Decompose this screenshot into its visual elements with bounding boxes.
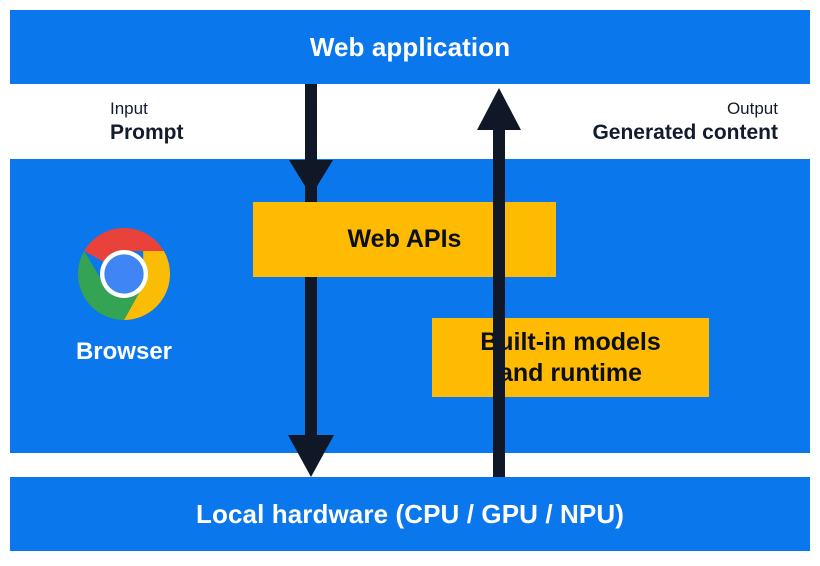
panel-web-application: Web application <box>10 10 810 84</box>
box-web-apis: Web APIs <box>253 202 556 277</box>
browser-label: Browser <box>75 338 173 365</box>
caption-output-value: Generated content <box>592 120 778 144</box>
caption-input-value: Prompt <box>110 120 184 144</box>
box-web-apis-label: Web APIs <box>347 225 462 253</box>
panel-local-hardware: Local hardware (CPU / GPU / NPU) <box>10 477 810 551</box>
box-built-in-models-line2: and runtime <box>498 358 643 387</box>
caption-output: Output Generated content <box>592 98 778 147</box>
chrome-logo-icon <box>77 227 171 321</box>
caption-input-kind: Input <box>110 99 148 118</box>
box-built-in-models-line1: Built-in models <box>480 328 661 356</box>
box-built-in-models: Built-in models and runtime <box>432 318 709 397</box>
browser-group: Browser <box>62 226 186 366</box>
panel-local-hardware-title: Local hardware (CPU / GPU / NPU) <box>196 499 624 529</box>
caption-input: Input Prompt <box>110 98 184 147</box>
caption-output-kind: Output <box>726 99 778 118</box>
box-built-in-models-text: Built-in models and runtime <box>480 327 661 388</box>
panel-web-application-title: Web application <box>309 32 511 62</box>
